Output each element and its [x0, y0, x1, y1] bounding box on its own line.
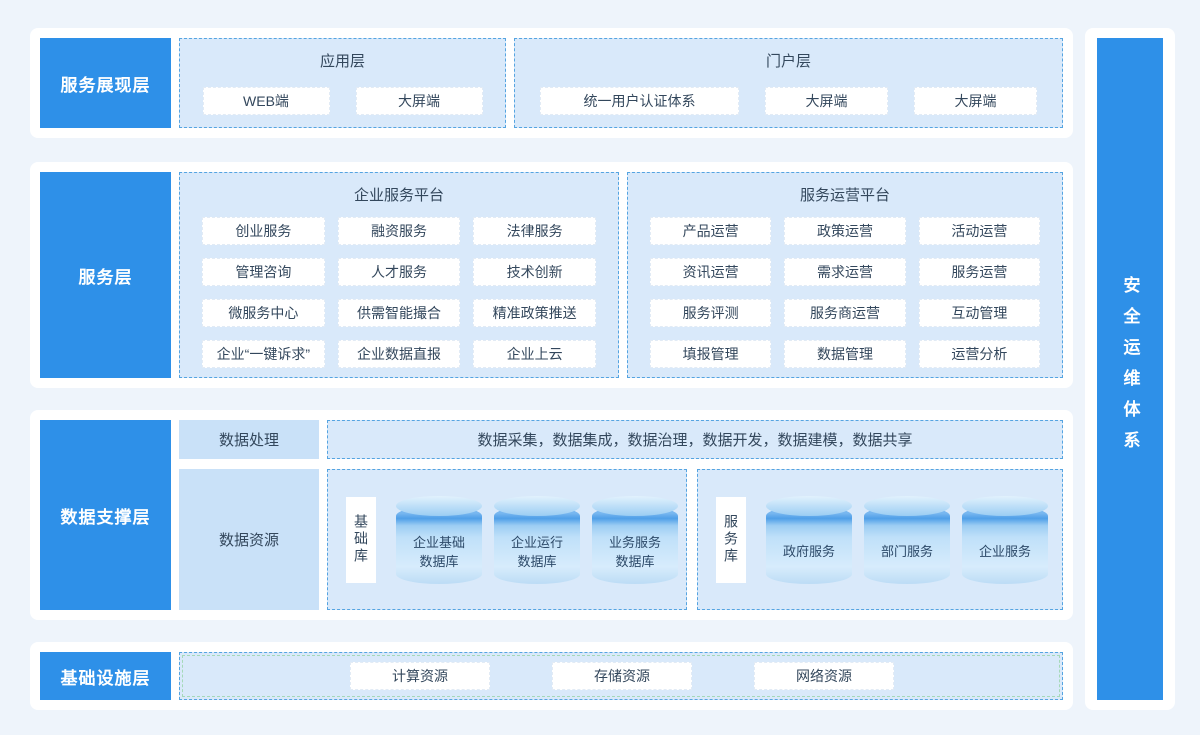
db-cylinder-label: 企业服务: [978, 544, 1031, 560]
enterprise-item: 技术创新: [473, 258, 596, 286]
security-pillar-label: 安全运维体系: [1120, 276, 1140, 462]
data-right-column: 数据采集，数据集成，数据治理，数据开发，数据建模，数据共享 基础库 企业基础 数…: [327, 420, 1063, 610]
enterprise-item: 企业数据直报: [337, 340, 461, 368]
cylinder-shape: [962, 505, 1048, 584]
operation-item: 服务评测: [650, 299, 772, 327]
db-cylinder: 部门服务: [864, 495, 950, 584]
db-cylinder: 企业服务: [962, 495, 1048, 584]
db-cylinder: 企业基础 数据库: [396, 495, 482, 584]
data-mid-column: 数据处理 数据资源: [179, 420, 319, 610]
operation-item: 运营分析: [918, 340, 1040, 368]
cylinder-cap: [494, 495, 580, 516]
cylinder-shape: [766, 505, 852, 584]
operation-item: 政策运营: [784, 217, 906, 245]
db-cylinder: 业务服务 数据库: [592, 495, 678, 584]
cylinder-shape: [592, 505, 678, 584]
application-items: WEB端 大屏端: [202, 87, 483, 115]
layer-infrastructure: 基础设施层 计算资源 存储资源 网络资源: [30, 642, 1073, 710]
enterprise-item: 法律服务: [473, 217, 596, 245]
database-row: 基础库 企业基础 数据库 企业运行 数据库: [327, 469, 1063, 610]
panel-title-operation: 服务运营平台: [799, 187, 890, 204]
cylinder-cap: [864, 495, 950, 516]
layer-presentation: 服务展现层 应用层 WEB端 大屏端 门户层 统一用户认证体系 大屏端 大屏端: [30, 28, 1073, 138]
layer-service: 服务层 企业服务平台 创业服务 融资服务 法律服务 管理咨询 人才服务 技术创新…: [30, 162, 1073, 388]
cylinder-cap: [766, 495, 852, 516]
enterprise-item: 创业服务: [202, 217, 325, 245]
cylinder-cap: [396, 495, 482, 516]
enterprise-item: 企业“一键诉求”: [202, 340, 325, 368]
cylinder-shape: [396, 505, 482, 584]
panel-basic-db: 基础库 企业基础 数据库 企业运行 数据库: [327, 469, 687, 610]
diagram-main-column: 服务展现层 应用层 WEB端 大屏端 门户层 统一用户认证体系 大屏端 大屏端 …: [30, 28, 1073, 710]
service-db-cylinders: 政府服务 部门服务 企业服务: [766, 495, 1048, 584]
cylinder-shape: [864, 505, 950, 584]
panel-title-enterprise: 企业服务平台: [353, 187, 444, 204]
operation-item: 活动运营: [918, 217, 1040, 245]
layer-label-service: 服务层: [40, 172, 171, 378]
layer-label-presentation: 服务展现层: [40, 38, 171, 128]
operation-items: 产品运营 政策运营 活动运营 资讯运营 需求运营 服务运营 服务评测 服务商运营…: [628, 217, 1062, 382]
enterprise-item: 人才服务: [337, 258, 461, 286]
db-cylinder-label: 政府服务: [782, 544, 835, 560]
db-cylinder-label: 业务服务 数据库: [608, 534, 661, 569]
operation-item: 需求运营: [784, 258, 906, 286]
portal-item: 大屏端: [765, 87, 888, 115]
service-db-group-label: 服务库: [716, 496, 746, 583]
panel-title-portal: 门户层: [765, 53, 811, 70]
infra-item: 网络资源: [754, 662, 894, 690]
db-cylinder-label: 部门服务: [880, 544, 933, 560]
enterprise-item: 企业上云: [473, 340, 596, 368]
basic-db-cylinders: 企业基础 数据库 企业运行 数据库 业务服务 数据库: [396, 495, 678, 584]
db-cylinder-label: 企业运行 数据库: [510, 534, 563, 569]
operation-item: 服务商运营: [784, 299, 906, 327]
portal-item: 统一用户认证体系: [540, 87, 739, 115]
db-cylinder-label: 企业基础 数据库: [412, 534, 465, 569]
enterprise-item: 微服务中心: [202, 299, 325, 327]
data-resource-box: 数据资源: [179, 469, 319, 610]
security-card: 安全运维体系: [1085, 28, 1175, 710]
enterprise-item: 融资服务: [337, 217, 461, 245]
basic-db-group-label: 基础库: [346, 496, 376, 583]
panel-application-layer: 应用层 WEB端 大屏端: [179, 38, 506, 128]
cylinder-cap: [592, 495, 678, 516]
data-processing-box: 数据处理: [179, 420, 319, 459]
panel-infrastructure: 计算资源 存储资源 网络资源: [179, 652, 1063, 700]
layer-data-support: 数据支撑层 数据处理 数据资源 数据采集，数据集成，数据治理，数据开发，数据建模…: [30, 410, 1073, 620]
application-item: WEB端: [202, 87, 330, 115]
data-pipeline-strip: 数据采集，数据集成，数据治理，数据开发，数据建模，数据共享: [327, 420, 1063, 459]
panel-portal-layer: 门户层 统一用户认证体系 大屏端 大屏端: [514, 38, 1063, 128]
panel-title-application: 应用层: [319, 53, 365, 70]
operation-item: 资讯运营: [650, 258, 772, 286]
security-pillar: 安全运维体系: [1097, 38, 1163, 700]
operation-item: 填报管理: [650, 340, 772, 368]
enterprise-item: 管理咨询: [202, 258, 325, 286]
enterprise-items: 创业服务 融资服务 法律服务 管理咨询 人才服务 技术创新 微服务中心 供需智能…: [180, 217, 618, 382]
infra-item: 存储资源: [552, 662, 692, 690]
operation-item: 产品运营: [650, 217, 772, 245]
cylinder-shape: [494, 505, 580, 584]
db-cylinder: 企业运行 数据库: [494, 495, 580, 584]
operation-item: 服务运营: [918, 258, 1040, 286]
operation-item: 数据管理: [784, 340, 906, 368]
panel-enterprise-platform: 企业服务平台 创业服务 融资服务 法律服务 管理咨询 人才服务 技术创新 微服务…: [179, 172, 619, 378]
enterprise-item: 精准政策推送: [473, 299, 596, 327]
operation-item: 互动管理: [918, 299, 1040, 327]
panel-operation-platform: 服务运营平台 产品运营 政策运营 活动运营 资讯运营 需求运营 服务运营 服务评…: [627, 172, 1063, 378]
portal-item: 大屏端: [914, 87, 1037, 115]
enterprise-item: 供需智能撮合: [337, 299, 461, 327]
application-item: 大屏端: [355, 87, 483, 115]
panel-service-db: 服务库 政府服务 部门服务: [697, 469, 1063, 610]
portal-items: 统一用户认证体系 大屏端 大屏端: [540, 87, 1037, 115]
layer-label-data-support: 数据支撑层: [40, 420, 171, 610]
layer-label-infrastructure: 基础设施层: [40, 652, 171, 700]
db-cylinder: 政府服务: [766, 495, 852, 584]
infra-item: 计算资源: [350, 662, 490, 690]
cylinder-cap: [962, 495, 1048, 516]
